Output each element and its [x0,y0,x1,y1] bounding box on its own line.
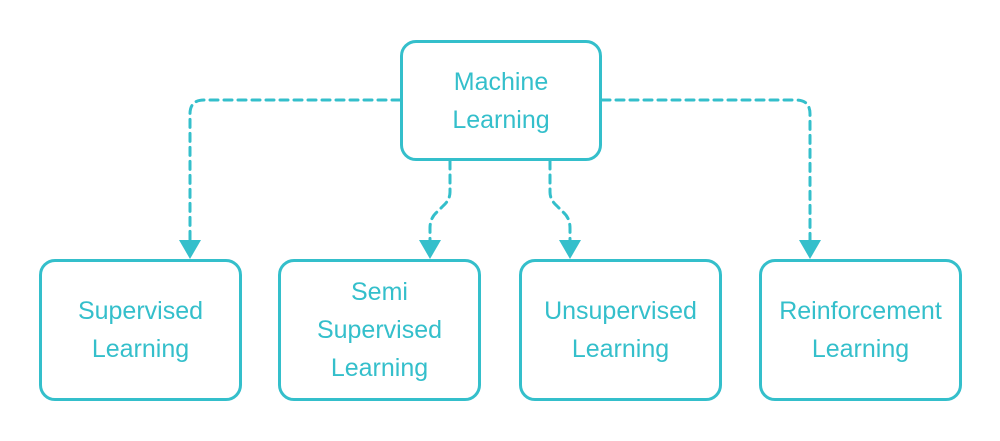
label-line: Supervised [316,316,443,344]
arrowhead-semi-supervised [419,240,441,259]
connector-unsupervised [548,159,572,244]
arrowhead-reinforcement [799,240,821,259]
node-reinforcement-learning-label: Reinforcement Learning [779,292,942,368]
connector-reinforcement [600,98,812,244]
label-line: Learning [330,354,429,382]
node-semi-supervised-learning-label: Semi Supervised Learning [317,273,442,387]
label-line: Semi [351,278,408,306]
node-semi-supervised-learning: Semi Supervised Learning [278,259,481,401]
connector-supervised [188,98,402,244]
node-unsupervised-learning: Unsupervised Learning [519,259,722,401]
arrowhead-supervised [179,240,201,259]
label-line: Machine [453,67,549,96]
node-unsupervised-learning-label: Unsupervised Learning [544,292,697,368]
label-line: Supervised [77,297,204,325]
node-supervised-learning: Supervised Learning [39,259,242,401]
label-line: Unsupervised [544,297,697,325]
node-supervised-learning-label: Supervised Learning [78,292,203,368]
label-line: Learning [811,335,910,363]
node-machine-learning: Machine Learning [400,40,602,161]
node-machine-learning-label: Machine Learning [452,63,549,139]
node-reinforcement-learning: Reinforcement Learning [759,259,962,401]
connector-semi-supervised [428,159,452,244]
arrowhead-unsupervised [559,240,581,259]
label-line: Learning [452,105,550,134]
label-line: Reinforcement [779,297,942,325]
label-line: Learning [91,335,190,363]
label-line: Learning [571,335,670,363]
